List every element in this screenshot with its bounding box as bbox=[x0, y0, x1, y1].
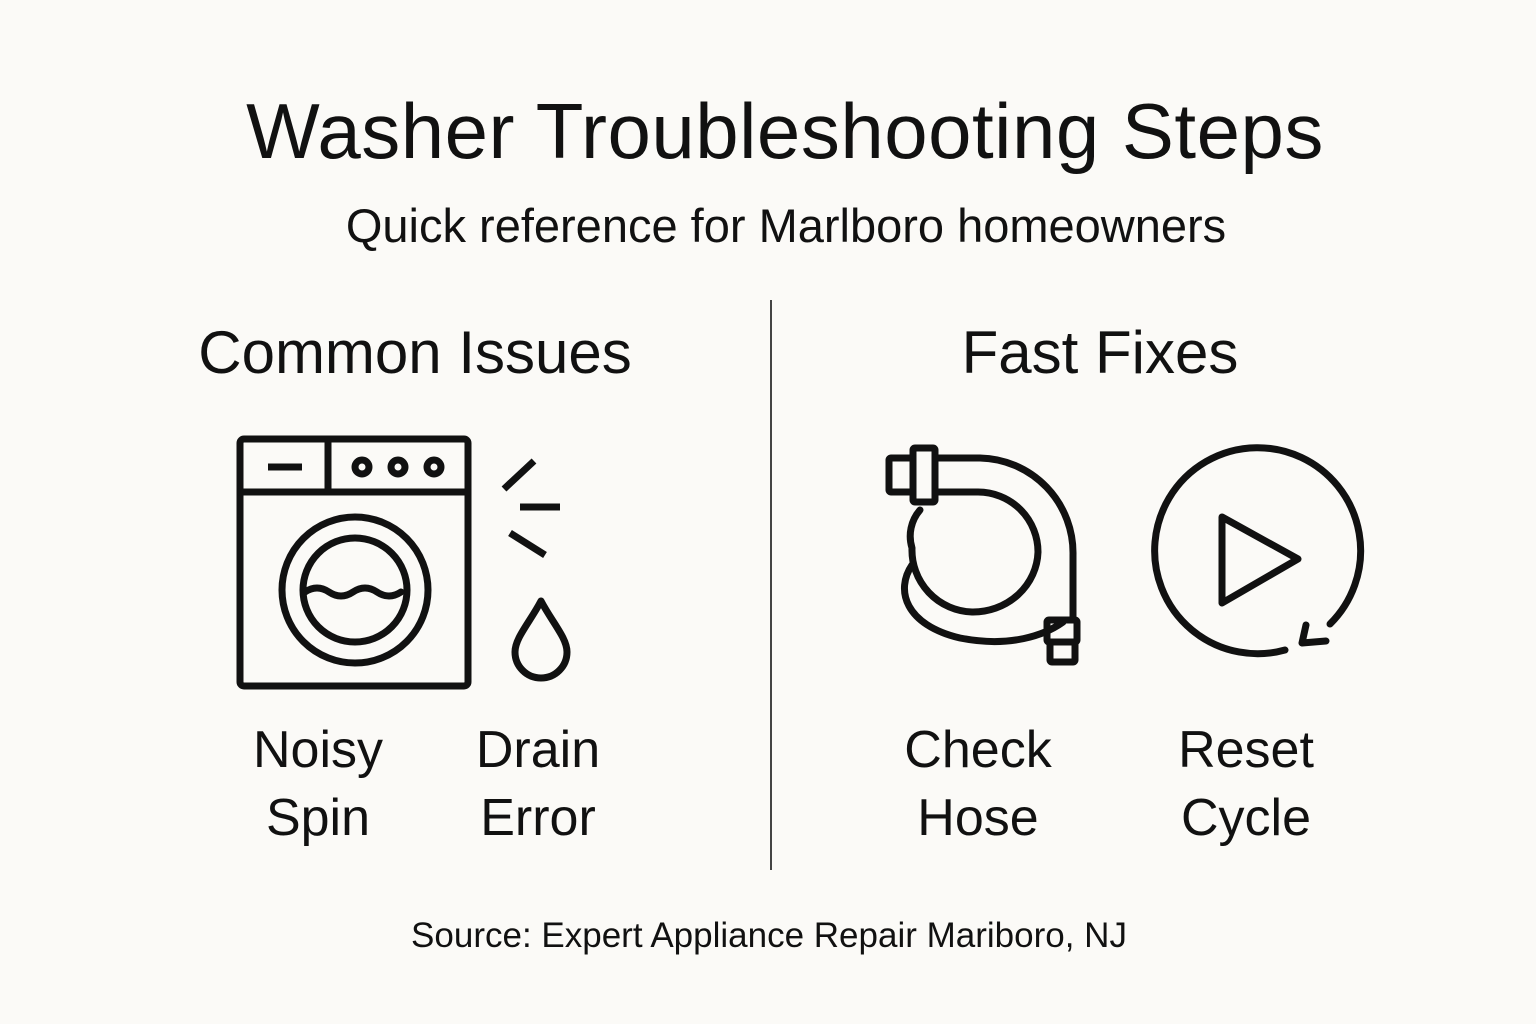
item-label-line2: Hose bbox=[917, 789, 1039, 847]
item-reset-cycle: Reset Cycle bbox=[1116, 716, 1376, 852]
noise-lines-icon bbox=[501, 458, 560, 558]
item-label-line2: Spin bbox=[265, 789, 371, 847]
item-noisy-spin: Noisy Spin bbox=[188, 716, 448, 852]
source-note: Source: Expert Appliance Repair Mariboro… bbox=[411, 916, 1127, 955]
divider bbox=[770, 300, 772, 870]
item-check-hose: Check Hose bbox=[848, 716, 1108, 852]
page-title: Washer Troubleshooting Steps bbox=[246, 87, 1324, 175]
item-label-line1: Noisy bbox=[252, 721, 384, 779]
item-label-line2: Cycle bbox=[1180, 789, 1312, 847]
item-drain-error: Drain Error bbox=[408, 716, 668, 852]
washing-machine-icon bbox=[236, 435, 472, 690]
hose-icon bbox=[885, 444, 1081, 666]
water-drop-icon bbox=[511, 597, 571, 682]
item-label-line2: Error bbox=[480, 789, 596, 847]
section-heading-common-issues: Common Issues bbox=[198, 319, 632, 386]
item-label-line1: Reset bbox=[1178, 721, 1314, 779]
item-label-line1: Check bbox=[904, 721, 1052, 779]
page-subtitle: Quick reference for Marlboro homeowners bbox=[345, 199, 1227, 252]
item-label-line1: Drain bbox=[475, 721, 601, 779]
section-heading-fast-fixes: Fast Fixes bbox=[961, 319, 1239, 386]
reset-play-icon bbox=[1151, 444, 1365, 658]
